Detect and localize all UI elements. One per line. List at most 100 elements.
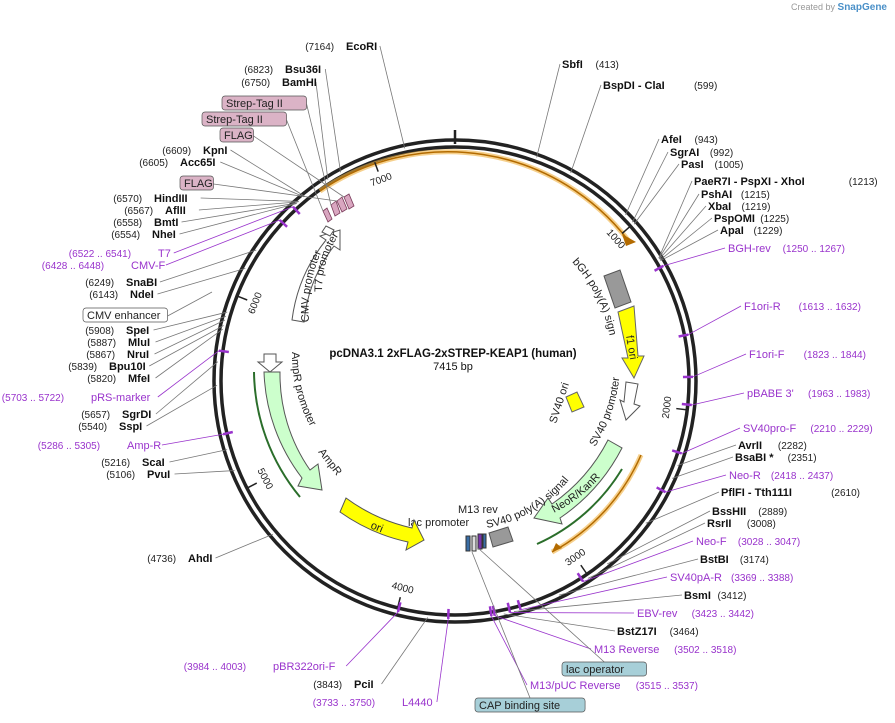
enzyme-label[interactable]: KpnI bbox=[203, 145, 227, 157]
enzyme-label[interactable]: SpeI bbox=[126, 325, 149, 337]
enzyme-label[interactable]: BamHI bbox=[282, 77, 317, 89]
enzyme-label[interactable]: BstBI bbox=[700, 554, 729, 566]
enzyme-label[interactable]: HindIII bbox=[154, 193, 188, 205]
enzyme-label[interactable]: NdeI bbox=[130, 289, 154, 301]
enzyme-position: (6750) bbox=[241, 78, 270, 89]
primer-position: (1963 .. 1983) bbox=[808, 389, 870, 400]
enzyme-label[interactable]: SnaBI bbox=[126, 277, 157, 289]
enzyme-leader-line bbox=[146, 384, 218, 427]
enzyme-leader-line bbox=[677, 444, 737, 466]
enzyme-position: (2282) bbox=[778, 441, 807, 452]
feature-label[interactable]: CMV enhancer bbox=[87, 310, 161, 322]
primer-label[interactable]: CMV-F bbox=[131, 260, 166, 272]
enzyme-label[interactable]: SgrDI bbox=[122, 409, 151, 421]
feature-label[interactable]: Strep-Tag II bbox=[206, 114, 263, 126]
enzyme-label[interactable]: PflFI - Tth111I bbox=[721, 487, 792, 499]
enzyme-leader-line bbox=[659, 205, 707, 260]
enzyme-label[interactable]: BsmI bbox=[684, 590, 711, 602]
enzyme-label[interactable]: PaeR7I - PspXI - XhoI bbox=[694, 176, 805, 188]
insert-arrow-head-2 bbox=[552, 543, 562, 552]
primer-position: (6428 .. 6448) bbox=[42, 261, 104, 272]
enzyme-label[interactable]: ApaI bbox=[720, 225, 744, 237]
enzyme-label[interactable]: PasI bbox=[681, 159, 704, 171]
enzyme-label[interactable]: BspDI - ClaI bbox=[603, 80, 665, 92]
enzyme-leader-line bbox=[379, 45, 406, 149]
primer-leader-line bbox=[520, 576, 668, 611]
enzyme-label[interactable]: NheI bbox=[152, 229, 176, 241]
enzyme-label[interactable]: SgrAI bbox=[670, 147, 699, 159]
enzyme-label[interactable]: Bsu36I bbox=[285, 64, 321, 76]
enzyme-label[interactable]: XbaI bbox=[708, 201, 731, 213]
primer-label[interactable]: SV40pro-F bbox=[743, 423, 796, 435]
feature-leader-line bbox=[286, 119, 324, 212]
primer-label[interactable]: SV40pA-R bbox=[670, 572, 722, 584]
primer-mark bbox=[506, 602, 512, 613]
enzyme-label[interactable]: MluI bbox=[128, 337, 150, 349]
primer-mark bbox=[678, 333, 689, 338]
enzyme-label[interactable]: RsrII bbox=[707, 518, 731, 530]
enzyme-label[interactable]: SspI bbox=[119, 421, 142, 433]
enzyme-label[interactable]: AfeI bbox=[661, 134, 682, 146]
enzyme-label[interactable]: PspOMI bbox=[714, 213, 755, 225]
primer-label[interactable]: Neo-F bbox=[696, 536, 727, 548]
primer-label[interactable]: M13/pUC Reverse bbox=[530, 680, 620, 692]
primer-label[interactable]: pBABE 3' bbox=[747, 388, 794, 400]
feature-leader-line bbox=[167, 291, 213, 317]
enzyme-label[interactable]: Acc65I bbox=[180, 157, 215, 169]
primer-label[interactable]: T7 bbox=[158, 248, 171, 260]
primer-position: (1250 .. 1267) bbox=[783, 244, 845, 255]
enzyme-leader-line bbox=[660, 229, 719, 262]
feature-leader-line bbox=[477, 547, 605, 663]
primer-position: (3028 .. 3047) bbox=[738, 537, 800, 548]
primer-label[interactable]: F1ori-R bbox=[744, 301, 781, 313]
enzyme-label[interactable]: BsaBI * bbox=[735, 452, 774, 464]
lac-promoter-label: lac promoter bbox=[408, 517, 469, 529]
enzyme-label[interactable]: SbfI bbox=[562, 59, 583, 71]
enzyme-label[interactable]: AflII bbox=[165, 205, 186, 217]
enzyme-position: (1229) bbox=[754, 226, 783, 237]
primer-label[interactable]: L4440 bbox=[402, 697, 433, 709]
primer-position: (3984 .. 4003) bbox=[184, 662, 246, 673]
primer-leader-line bbox=[688, 305, 742, 335]
tick-5000 bbox=[247, 482, 258, 489]
primer-leader-line bbox=[494, 615, 592, 650]
enzyme-position: (5908) bbox=[85, 326, 114, 337]
primer-label[interactable]: F1ori-F bbox=[749, 349, 785, 361]
credit-prefix: Created by bbox=[790, 2, 836, 12]
enzyme-label[interactable]: EcoRI bbox=[346, 41, 377, 53]
ampr-promoter-arrow bbox=[256, 353, 284, 373]
enzyme-label[interactable]: NruI bbox=[127, 349, 149, 361]
feature-label[interactable]: FLAG bbox=[184, 178, 213, 190]
feature-label[interactable]: lac operator bbox=[566, 664, 624, 676]
enzyme-label[interactable]: Bpu10I bbox=[109, 361, 146, 373]
sv40-promoter-arrow bbox=[619, 381, 641, 421]
enzyme-label[interactable]: BmtI bbox=[154, 217, 178, 229]
snapgene-credit: Created by SnapGene bbox=[791, 2, 887, 13]
enzyme-label[interactable]: AvrII bbox=[738, 440, 762, 452]
primer-label[interactable]: pBR322ori-F bbox=[273, 661, 336, 673]
sv40-ori-box bbox=[565, 391, 585, 413]
primer-label[interactable]: Neo-R bbox=[729, 470, 761, 482]
feature-label[interactable]: CAP binding site bbox=[479, 700, 560, 712]
enzyme-label[interactable]: AhdI bbox=[188, 553, 212, 565]
enzyme-label[interactable]: BssHII bbox=[712, 506, 746, 518]
enzyme-label[interactable]: PciI bbox=[354, 679, 374, 691]
primer-label[interactable]: M13 Reverse bbox=[594, 644, 659, 656]
enzyme-label[interactable]: BstZ17I bbox=[617, 626, 657, 638]
primer-label[interactable]: pRS-marker bbox=[91, 392, 151, 404]
primer-label[interactable]: EBV-rev bbox=[637, 608, 678, 620]
primer-label[interactable]: BGH-rev bbox=[728, 243, 771, 255]
plasmid-size: 7415 bp bbox=[433, 361, 473, 373]
feature-label[interactable]: Strep-Tag II bbox=[226, 98, 283, 110]
lac-marker-3 bbox=[477, 533, 483, 550]
enzyme-position: (5540) bbox=[78, 422, 107, 433]
enzyme-label[interactable]: PshAI bbox=[701, 189, 732, 201]
primer-label[interactable]: Amp-R bbox=[127, 440, 161, 452]
enzyme-position: (6567) bbox=[124, 206, 153, 217]
ori-label: ori bbox=[369, 520, 385, 536]
feature-label[interactable]: FLAG bbox=[224, 130, 253, 142]
enzyme-label[interactable]: MfeI bbox=[128, 373, 150, 385]
lac-marker-1 bbox=[465, 535, 471, 552]
enzyme-label[interactable]: ScaI bbox=[142, 457, 165, 469]
enzyme-label[interactable]: PvuI bbox=[147, 469, 170, 481]
